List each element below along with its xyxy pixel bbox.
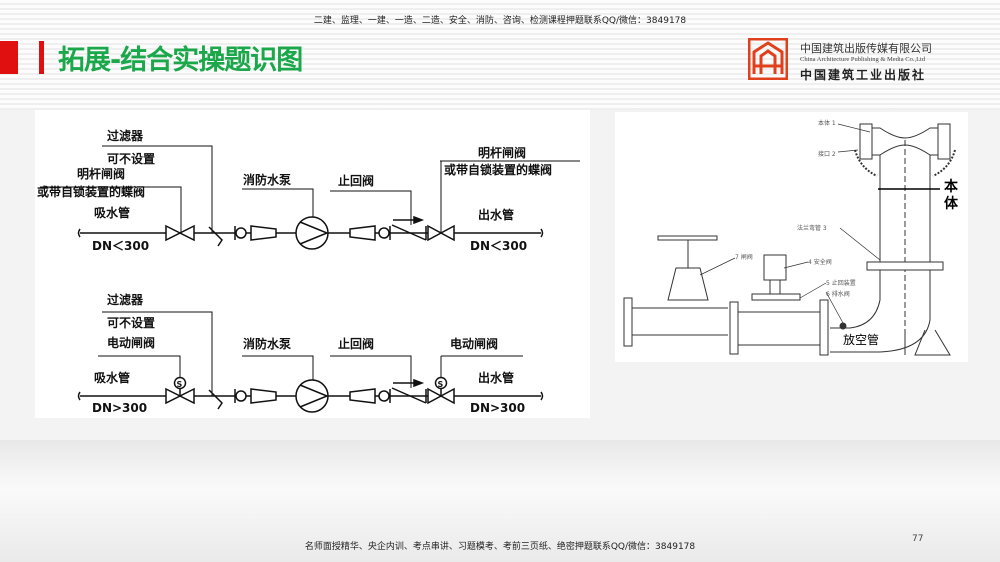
flexible-joint-icon-out: [378, 227, 390, 239]
label-filter: 过滤器: [107, 292, 144, 307]
diagram-top: 过滤器 可不设置 明杆闸阀 或带自锁装置的蝶阀 吸水管 DN＜300 消防水泵 …: [37, 128, 580, 253]
part-label-5: 5 止回装置: [826, 279, 856, 287]
label-outlet-valve-1: 明杆闸阀: [478, 145, 526, 160]
part-label-2: 接口 2: [818, 150, 836, 158]
part-label-4: 4 安全阀: [808, 258, 832, 266]
label-suction-pipe: 吸水管: [94, 370, 130, 385]
title-accent-bar-thin: [39, 41, 44, 74]
hydrant-riser: [879, 155, 931, 262]
publisher-name-cn: 中国建筑出版传媒有限公司: [800, 42, 932, 55]
handwheel-icon: [657, 235, 718, 241]
flange-elbow: [830, 270, 931, 353]
check-valve-icon: [391, 224, 427, 241]
footer-contact-note: 名师面授精华、央企内训、考点串讲、习题模考、考前三页纸、绝密押题联系QQ/微信：…: [304, 542, 696, 552]
label-outlet-pipe: 出水管: [478, 207, 514, 222]
diagram-bottom: S S 过滤器 可不设置 电动闸阀 吸水管 DN>300 消防水泵 止回阀 电动…: [77, 292, 544, 415]
flow-arrow-icon: [413, 215, 425, 225]
hydrant-drawing: 本体 1 接口 2 法兰弯管 3 4 安全阀 5 止回装置 6 排水阀 7 闸阀…: [615, 112, 968, 362]
filter-icon: [208, 389, 223, 410]
filter-icon: [208, 226, 223, 247]
chain-icon: [854, 149, 956, 177]
label-check-valve: 止回阀: [338, 173, 374, 188]
part-label-7: 7 闸阀: [735, 253, 753, 261]
label-outlet-dn: DN＜300: [470, 239, 527, 253]
pump-piping-svg: 过滤器 可不设置 明杆闸阀 或带自锁装置的蝶阀 吸水管 DN＜300 消防水泵 …: [37, 128, 580, 415]
flexible-joint-icon: [235, 227, 247, 239]
label-inlet-valve-2: 或带自锁装置的蝶阀: [37, 184, 145, 199]
background-texture: [0, 0, 1000, 110]
pipe-break-left: [77, 228, 81, 238]
part-label-6: 6 排水阀: [826, 290, 850, 298]
top-contact-note: 二建、监理、一建、一造、二造、安全、消防、咨询、检测课程押题联系QQ/微信：38…: [313, 16, 687, 26]
label-body-char-2: 体: [944, 195, 959, 212]
label-body-char-1: 本: [944, 178, 959, 195]
label-suction-dn: DN>300: [92, 401, 147, 415]
hydrant-svg: 本体 1 接口 2 法兰弯管 3 4 安全阀 5 止回装置 6 排水阀 7 闸阀…: [623, 119, 959, 356]
pipe-break-right: [540, 228, 544, 238]
label-optional: 可不设置: [107, 315, 155, 330]
publisher-name-en: China Architecture Publishing & Media Co…: [800, 56, 926, 63]
inlet-gate-valve-icon: [165, 224, 195, 242]
page-number: 77: [912, 534, 924, 544]
part-label-1: 本体 1: [818, 119, 836, 127]
motor-symbol-outlet: S: [438, 380, 444, 389]
reducer-icon: [250, 225, 277, 241]
motor-symbol-inlet: S: [177, 380, 183, 389]
title-accent-bar: [0, 41, 18, 74]
label-inlet-valve-1: 明杆闸阀: [77, 166, 125, 181]
pump-arrow: [299, 221, 329, 245]
label-outlet-valve: 电动闸阀: [450, 336, 498, 351]
label-pump: 消防水泵: [243, 172, 291, 187]
label-vent-pipe: 放空管: [843, 332, 879, 347]
label-suction-dn: DN＜300: [92, 239, 149, 253]
background-floor: [0, 440, 1000, 562]
part-label-3: 法兰弯管 3: [797, 224, 827, 232]
check-valve-icon: [391, 387, 427, 404]
gate-valve-icon: [667, 240, 709, 301]
label-optional: 可不设置: [107, 151, 155, 166]
label-filter: 过滤器: [107, 128, 144, 143]
label-suction-pipe: 吸水管: [94, 205, 130, 220]
label-check-valve: 止回阀: [338, 336, 374, 351]
label-pump: 消防水泵: [243, 336, 291, 351]
label-outlet-pipe: 出水管: [478, 370, 514, 385]
pump-piping-diagrams: 过滤器 可不设置 明杆闸阀 或带自锁装置的蝶阀 吸水管 DN＜300 消防水泵 …: [35, 110, 590, 418]
label-outlet-valve-2: 或带自锁装置的蝶阀: [444, 162, 552, 177]
reducer-icon-out: [349, 225, 376, 241]
safety-valve-icon: [763, 254, 787, 281]
slide-title: 拓展-结合实操题识图: [58, 45, 303, 76]
publisher-name-cn-calligraphy: 中国建筑工业出版社: [800, 68, 927, 82]
label-outlet-dn: DN>300: [470, 401, 525, 415]
label-inlet-valve: 电动闸阀: [107, 335, 155, 350]
publisher-logo-icon: [748, 38, 788, 80]
